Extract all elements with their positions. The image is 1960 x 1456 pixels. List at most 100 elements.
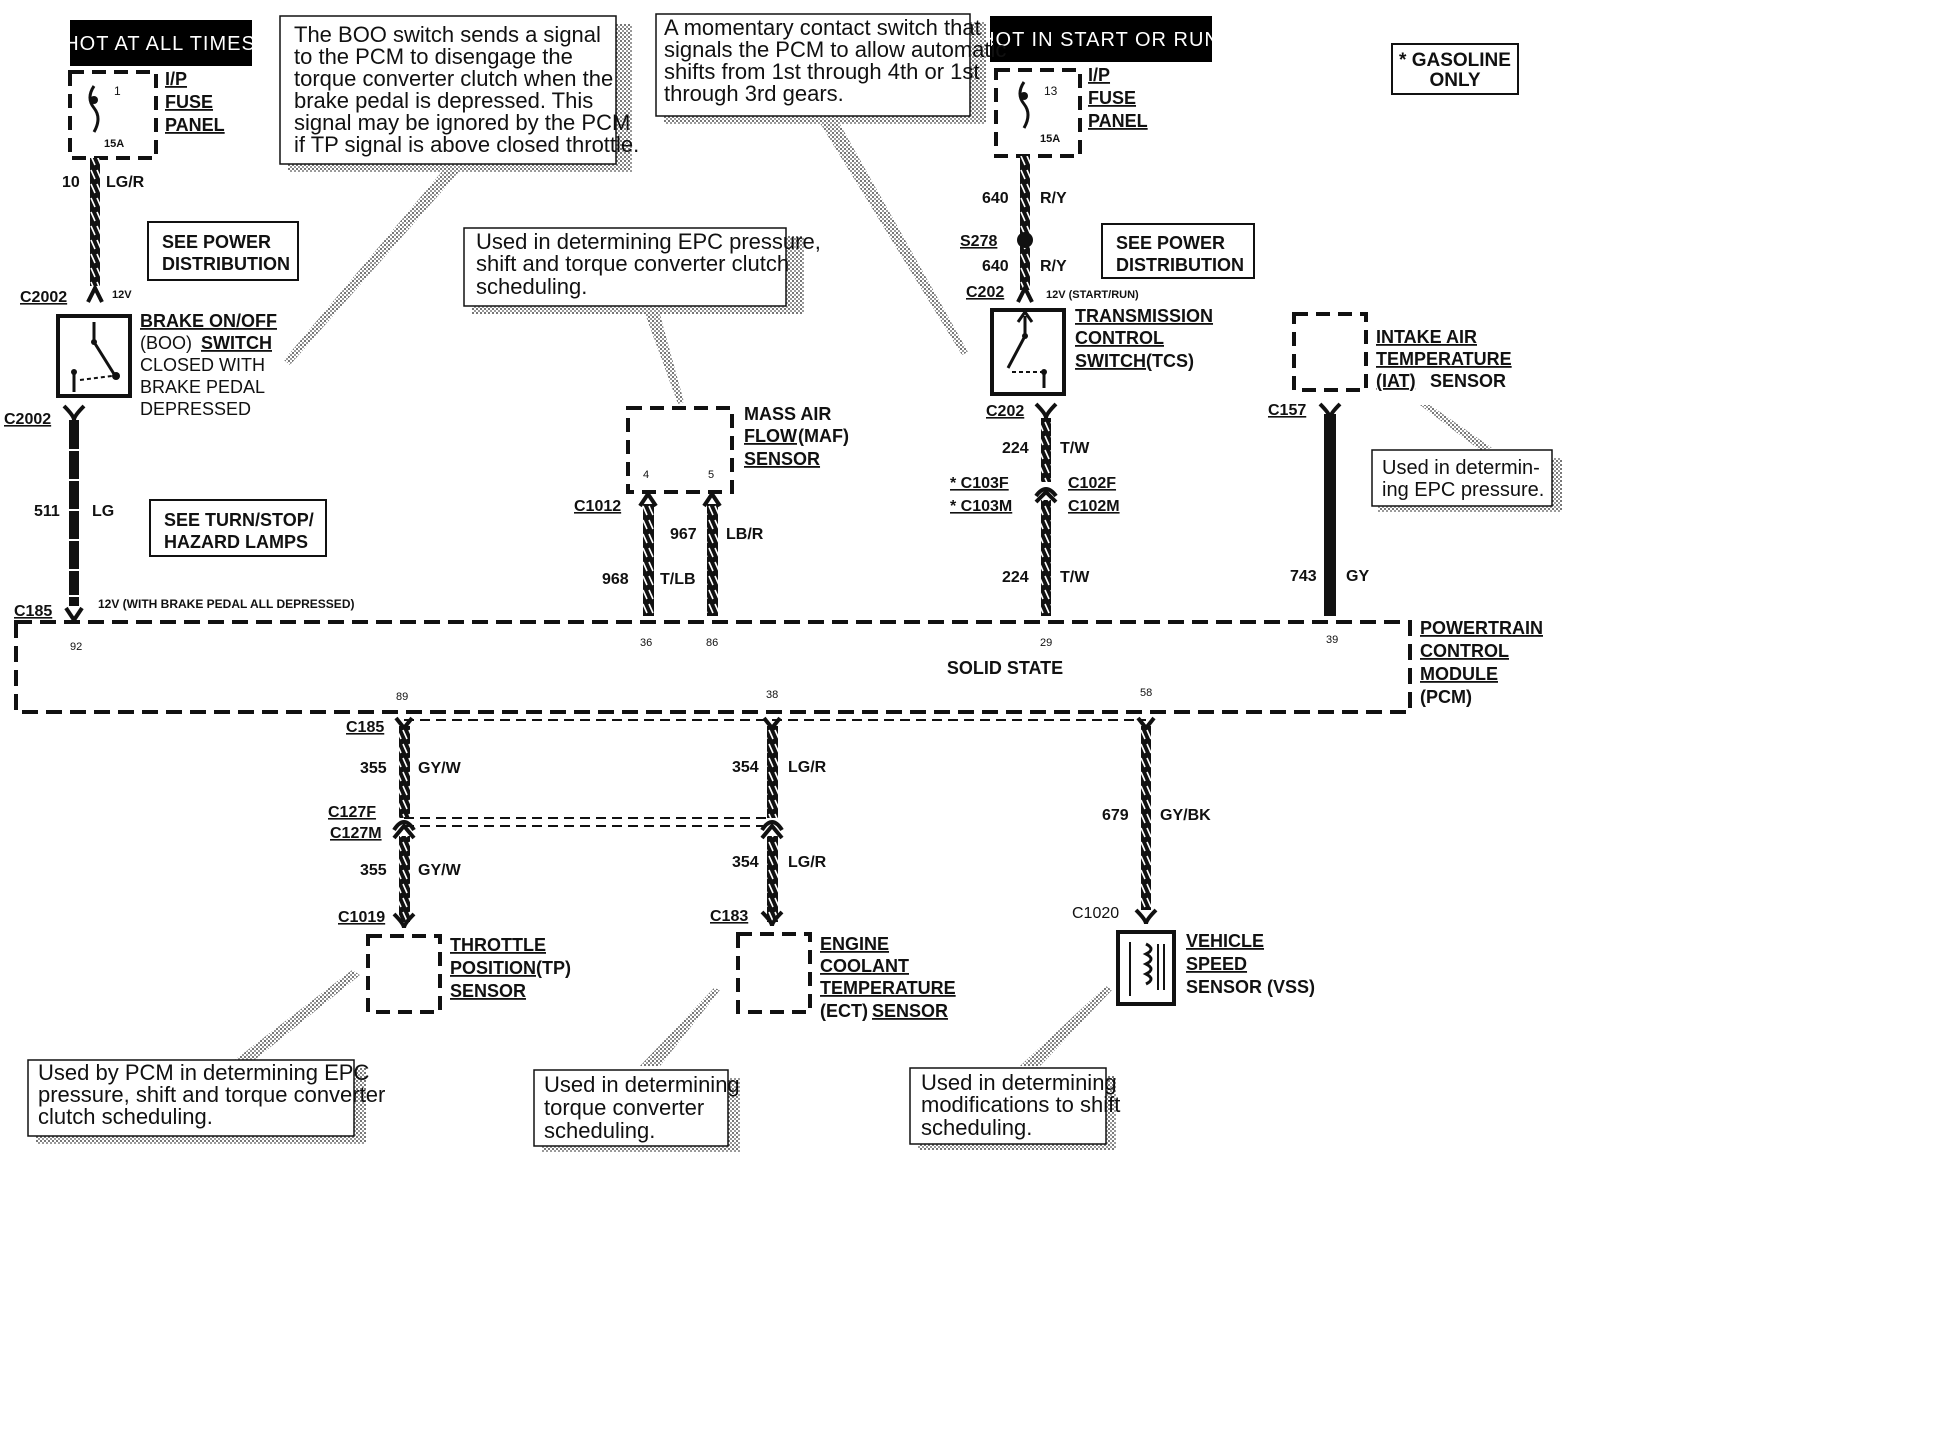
svg-text:C2002: C2002 [20,289,67,306]
svg-text:GY/W: GY/W [418,760,462,777]
svg-text:DEPRESSED: DEPRESSED [140,399,251,419]
svg-text:SWITCH: SWITCH [201,333,272,353]
svg-text:signal may be ignored by the P: signal may be ignored by the PCM [294,110,630,135]
svg-text:TEMPERATURE: TEMPERATURE [1376,349,1512,369]
ect-sensor-box [736,932,812,1014]
iat-sensor: INTAKE AIR TEMPERATURE (IAT) SENSOR C157… [1268,312,1512,646]
svg-text:(PCM): (PCM) [1420,687,1472,707]
svg-text:354: 354 [732,759,759,776]
svg-text:CONTROL: CONTROL [1075,328,1164,348]
svg-text:scheduling.: scheduling. [921,1115,1032,1140]
svg-text:SENSOR: SENSOR [744,449,820,469]
svg-text:Used in determining EPC pressu: Used in determining EPC pressure, [476,229,821,254]
wire-679-gy-bk [1141,726,1151,910]
svg-text:C1020: C1020 [1072,905,1119,922]
svg-text:355: 355 [360,760,387,777]
svg-text:R/Y: R/Y [1040,190,1067,207]
tcs-circuit: 640 R/Y S278 640 R/Y C202 12V (START/RUN… [950,156,1213,649]
svg-text:SOLID STATE: SOLID STATE [947,658,1063,678]
svg-text:T/LB: T/LB [660,571,696,588]
maf-callout: Used in determining EPC pressure, shift … [463,227,821,314]
svg-text:224: 224 [1002,440,1029,457]
svg-text:743: 743 [1290,568,1317,585]
svg-text:modifications to shift: modifications to shift [921,1092,1120,1117]
svg-text:scheduling.: scheduling. [476,274,587,299]
svg-text:511: 511 [34,503,60,520]
svg-text:TEMPERATURE: TEMPERATURE [820,978,956,998]
vss-circuit: 58 679 GY/BK C1020 VEHICLE SPEED SENSOR … [1072,687,1315,1006]
svg-text:354: 354 [732,854,759,871]
svg-text:36: 36 [640,637,652,649]
wire-968-t-lb [643,504,654,616]
tcs-switch-icon [990,308,1066,396]
svg-text:HAZARD LAMPS: HAZARD LAMPS [164,532,308,552]
svg-text:Used in determin-: Used in determin- [1382,457,1540,479]
see-turn-stop-hazard-lamps: SEE TURN/STOP/ HAZARD LAMPS [149,499,327,557]
svg-text:SEE POWER: SEE POWER [1116,233,1225,253]
svg-text:MASS AIR: MASS AIR [744,404,831,424]
svg-text:POSITION: POSITION [450,958,536,978]
svg-text:FLOW: FLOW [744,426,797,446]
wire-640-r-y [1020,156,1030,290]
svg-text:* C103M: * C103M [950,498,1012,515]
svg-text:MODULE: MODULE [1420,664,1498,684]
vss-callout: Used in determining modifications to shi… [909,1067,1120,1150]
wire-354-lg-r-lower [767,836,778,922]
svg-text:C2002: C2002 [4,411,51,428]
svg-text:Used in determining: Used in determining [544,1072,740,1097]
svg-text:C102F: C102F [1068,475,1116,492]
svg-text:VEHICLE: VEHICLE [1186,931,1264,951]
svg-text:to the PCM to disengage the: to the PCM to disengage the [294,44,573,69]
svg-text:PANEL: PANEL [165,115,225,135]
svg-text:968: 968 [602,571,629,588]
svg-text:Used by PCM in determining EPC: Used by PCM in determining EPC [38,1060,369,1085]
svg-text:C1012: C1012 [574,498,621,515]
svg-text:12V: 12V [112,289,132,301]
svg-text:DISTRIBUTION: DISTRIBUTION [1116,255,1244,275]
svg-text:224: 224 [1002,569,1029,586]
svg-text:SENSOR: SENSOR [872,1001,948,1021]
svg-text:through 3rd gears.: through 3rd gears. [664,81,844,106]
tp-sensor-box [366,934,442,1014]
callout-pointers [232,110,1492,1066]
svg-text:shift and torque converter clu: shift and torque converter clutch [476,251,789,276]
see-power-distribution-right: SEE POWER DISTRIBUTION [1101,223,1255,279]
svg-text:shifts from 1st through 4th or: shifts from 1st through 4th or 1st [664,59,979,84]
svg-text:signals the PCM to allow autom: signals the PCM to allow automatic [664,37,1006,62]
fuse-icon [88,85,100,133]
svg-text:scheduling.: scheduling. [544,1118,655,1143]
svg-text:C202: C202 [986,403,1024,420]
svg-text:640: 640 [982,190,1009,207]
tcs-callout: A momentary contact switch that signals … [655,13,1006,124]
wire-10-lg-r [90,158,100,286]
svg-text:ONLY: ONLY [1429,70,1480,91]
svg-text:C127F: C127F [328,804,376,821]
svg-text:CLOSED WITH: CLOSED WITH [140,355,265,375]
svg-text:4: 4 [643,469,649,481]
splice-s278 [1017,232,1033,248]
svg-text:13: 13 [1044,84,1058,98]
svg-text:86: 86 [706,637,718,649]
svg-text:C185: C185 [14,603,52,620]
svg-text:TRANSMISSION: TRANSMISSION [1075,306,1213,326]
vss-sensor-icon [1116,930,1176,1006]
connector-c185 [64,606,84,624]
fuse-icon [1018,81,1030,129]
svg-text:38: 38 [766,689,778,701]
svg-text:brake pedal is depressed. Thi: brake pedal is depressed. This [294,88,593,113]
right-fuse-panel: 13 15A I/P FUSE PANEL [994,65,1148,158]
connector-c202-top [1016,283,1034,303]
svg-text:Used in determining: Used in determining [921,1070,1117,1095]
hot-in-start-or-run-header: HOT IN START OR RUN [980,16,1219,62]
svg-text:R/Y: R/Y [1040,258,1067,275]
svg-text:SENSOR: SENSOR [1430,371,1506,391]
svg-text:29: 29 [1040,637,1052,649]
svg-text:FUSE: FUSE [165,92,213,112]
svg-text:DISTRIBUTION: DISTRIBUTION [162,254,290,274]
svg-text:12V (WITH BRAKE PEDAL ALL DEPR: 12V (WITH BRAKE PEDAL ALL DEPRESSED) [98,597,354,611]
svg-text:(TCS): (TCS) [1146,351,1194,371]
svg-text:(ECT): (ECT) [820,1001,868,1021]
svg-text:967: 967 [670,526,697,543]
svg-text:* GASOLINE: * GASOLINE [1399,50,1511,71]
connector-c127-bar [404,719,1146,827]
